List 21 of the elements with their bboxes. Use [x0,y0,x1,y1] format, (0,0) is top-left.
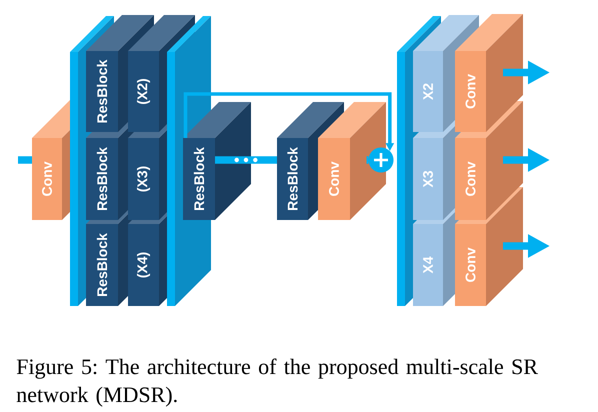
layer-block: Conv [455,14,523,132]
ellipsis-line [215,156,277,164]
layer-block: X3 [413,138,443,220]
node-label: Conv [329,162,339,196]
connector-line [366,156,368,164]
plus-circle [368,148,394,172]
layer-block: (X3) [128,138,159,220]
layer-block: X2 [413,51,443,132]
node-label: Conv [42,162,52,196]
connector-line [18,156,32,164]
layer-block: ResBlock [86,138,118,220]
layer-block: X4 [413,224,443,306]
layer-block: ResBlock [86,224,118,306]
layer-block: (X4) [128,224,159,306]
layer-block: ResBlock [277,138,308,220]
node-label: Conv [466,248,476,282]
layer-block: (X2) [128,51,159,132]
layer-block: ResBlock [86,51,118,132]
layer-block: ResBlock [183,138,215,220]
layer-block: Conv [318,102,386,220]
caption: Figure 5: The architecture of the proposed multi-scale SR network (MDSR). [16,358,538,407]
